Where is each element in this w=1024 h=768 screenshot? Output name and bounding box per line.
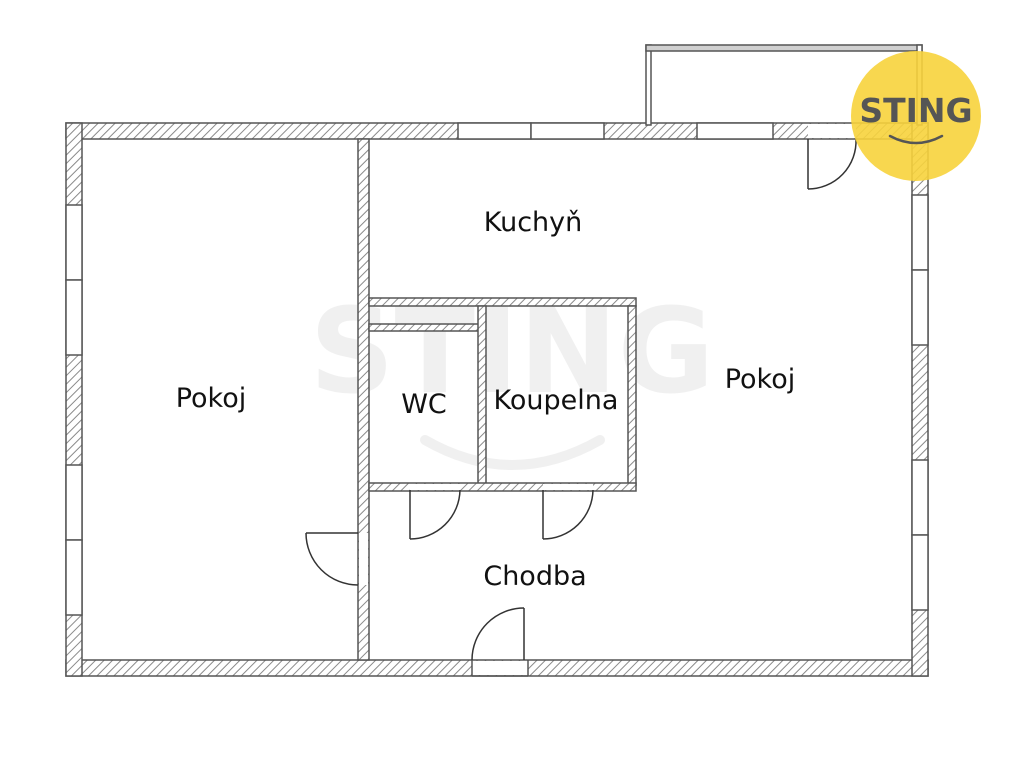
sting-watermark-icon: STING [310, 282, 715, 470]
doors [305, 138, 857, 661]
door-koupelna [542, 489, 594, 540]
window [65, 279, 83, 356]
window [911, 534, 929, 611]
room-label-koupelna: Koupelna [494, 385, 619, 416]
window [911, 269, 929, 346]
openings [472, 124, 856, 675]
room-label-pokoj-right: Pokoj [725, 364, 796, 395]
window [65, 204, 83, 281]
door-chodba-pokoj [305, 532, 359, 586]
window [911, 194, 929, 271]
logo-text: STING [859, 91, 972, 130]
window [65, 539, 83, 616]
window [530, 122, 605, 140]
sting-logo-icon: STING [851, 51, 981, 181]
wall-interior-left [357, 138, 370, 661]
window [65, 464, 83, 541]
window [911, 459, 929, 536]
door-wc [409, 489, 461, 540]
window [696, 122, 774, 140]
door-entrance [471, 607, 525, 661]
interior-walls [357, 138, 637, 661]
room-label-pokoj-left: Pokoj [176, 383, 247, 414]
window [457, 122, 532, 140]
room-labels: Pokoj Kuchyň WC Koupelna Pokoj Chodba [176, 207, 796, 592]
room-label-chodba: Chodba [483, 561, 586, 592]
bath-wall-top [368, 297, 637, 307]
bath-wall-bottom [368, 482, 637, 492]
room-label-kuchyn: Kuchyň [484, 207, 583, 238]
room-label-wc: WC [401, 389, 447, 420]
wc-shelf-wall [368, 323, 482, 332]
logo-badge [851, 51, 981, 181]
wc-bath-divider [477, 305, 487, 486]
windows [65, 122, 929, 616]
door-balcony [807, 138, 857, 190]
bath-wall-right [627, 305, 637, 486]
